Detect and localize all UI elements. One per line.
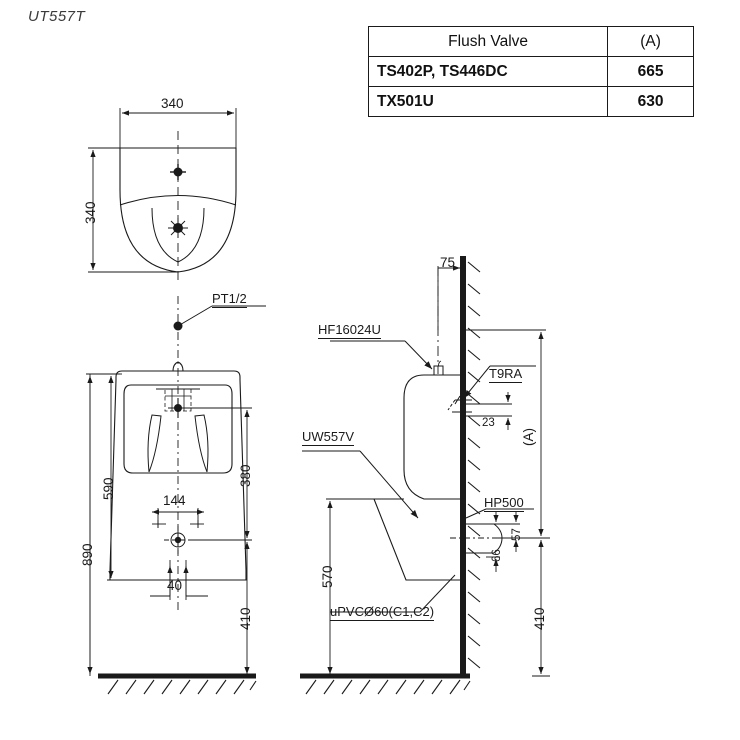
- dim-66: [486, 512, 500, 572]
- flush-valve-table: Flush Valve (A) TS402P, TS446DC 665 TX50…: [367, 26, 694, 117]
- dim-label-144: 144: [163, 493, 186, 508]
- dim-label-40: 40: [167, 578, 183, 593]
- label-t9ra: T9RA: [489, 366, 523, 383]
- t9ra-detail: [447, 395, 472, 413]
- cell-valve-name: TS402P, TS446DC: [367, 56, 609, 87]
- dim-label-590: 590: [101, 477, 116, 500]
- dim-410-side: [532, 540, 550, 677]
- dim-label-410-front: 410: [238, 607, 253, 630]
- dim-label-410-side: 410: [532, 607, 547, 630]
- front-floor: [98, 673, 257, 695]
- urinal-side-profile: [373, 374, 463, 581]
- hp500-leader: [465, 508, 534, 519]
- plan-inlet-marker: [170, 164, 186, 180]
- label-upvc: uPVCØ60(C1,C2): [330, 604, 435, 621]
- dim-label-A: (A): [521, 428, 536, 446]
- upvc-leader: [330, 574, 456, 613]
- plan-depth-dimension: [88, 147, 236, 273]
- dim-label-75: 75: [440, 255, 456, 270]
- label-uw557v: UW557V: [302, 429, 355, 446]
- dim-label-plan-width: 340: [161, 96, 184, 111]
- pt-supply-leader: [173, 305, 266, 331]
- side-floor: [300, 673, 471, 695]
- dim-label-57: 57: [511, 528, 523, 541]
- page-title: UT557T: [28, 8, 86, 25]
- cell-valve-a: 630: [607, 86, 694, 117]
- label-hp500: HP500: [484, 495, 524, 512]
- header-a: (A): [607, 26, 694, 57]
- dim-label-890: 890: [80, 543, 95, 566]
- dim-144: [152, 508, 204, 528]
- dim-75: [437, 265, 460, 330]
- plan-width-dimension: [119, 108, 237, 148]
- dim-label-380: 380: [238, 464, 253, 487]
- hf-fitting: [433, 360, 444, 376]
- dim-label-plan-depth: 340: [83, 201, 98, 224]
- cell-valve-name: TX501U: [367, 86, 609, 117]
- uw-leader: [302, 450, 419, 519]
- label-hf16024u: HF16024U: [318, 322, 381, 339]
- dim-23: [466, 392, 512, 430]
- table-header-row: Flush Valve (A): [367, 26, 694, 57]
- dim-label-23: 23: [482, 417, 495, 429]
- hf-leader: [330, 340, 433, 370]
- plan-outlet-marker: [168, 218, 188, 238]
- t9ra-leader: [463, 365, 536, 399]
- dim-380: [178, 407, 252, 541]
- dim-label-570: 570: [320, 565, 335, 588]
- label-pt-supply: PT1/2: [212, 291, 247, 308]
- dim-40: [150, 560, 208, 600]
- table-row: TS402P, TS446DC 665: [367, 56, 694, 87]
- dim-label-66: 66: [491, 549, 503, 562]
- cell-valve-a: 665: [607, 56, 694, 87]
- table-row: TX501U 630: [367, 86, 694, 117]
- front-outlet-marker: [164, 526, 192, 554]
- header-flush-valve: Flush Valve: [367, 26, 609, 57]
- wall-section: [460, 256, 481, 676]
- dim-590: [107, 373, 152, 581]
- dim-A: [463, 329, 550, 539]
